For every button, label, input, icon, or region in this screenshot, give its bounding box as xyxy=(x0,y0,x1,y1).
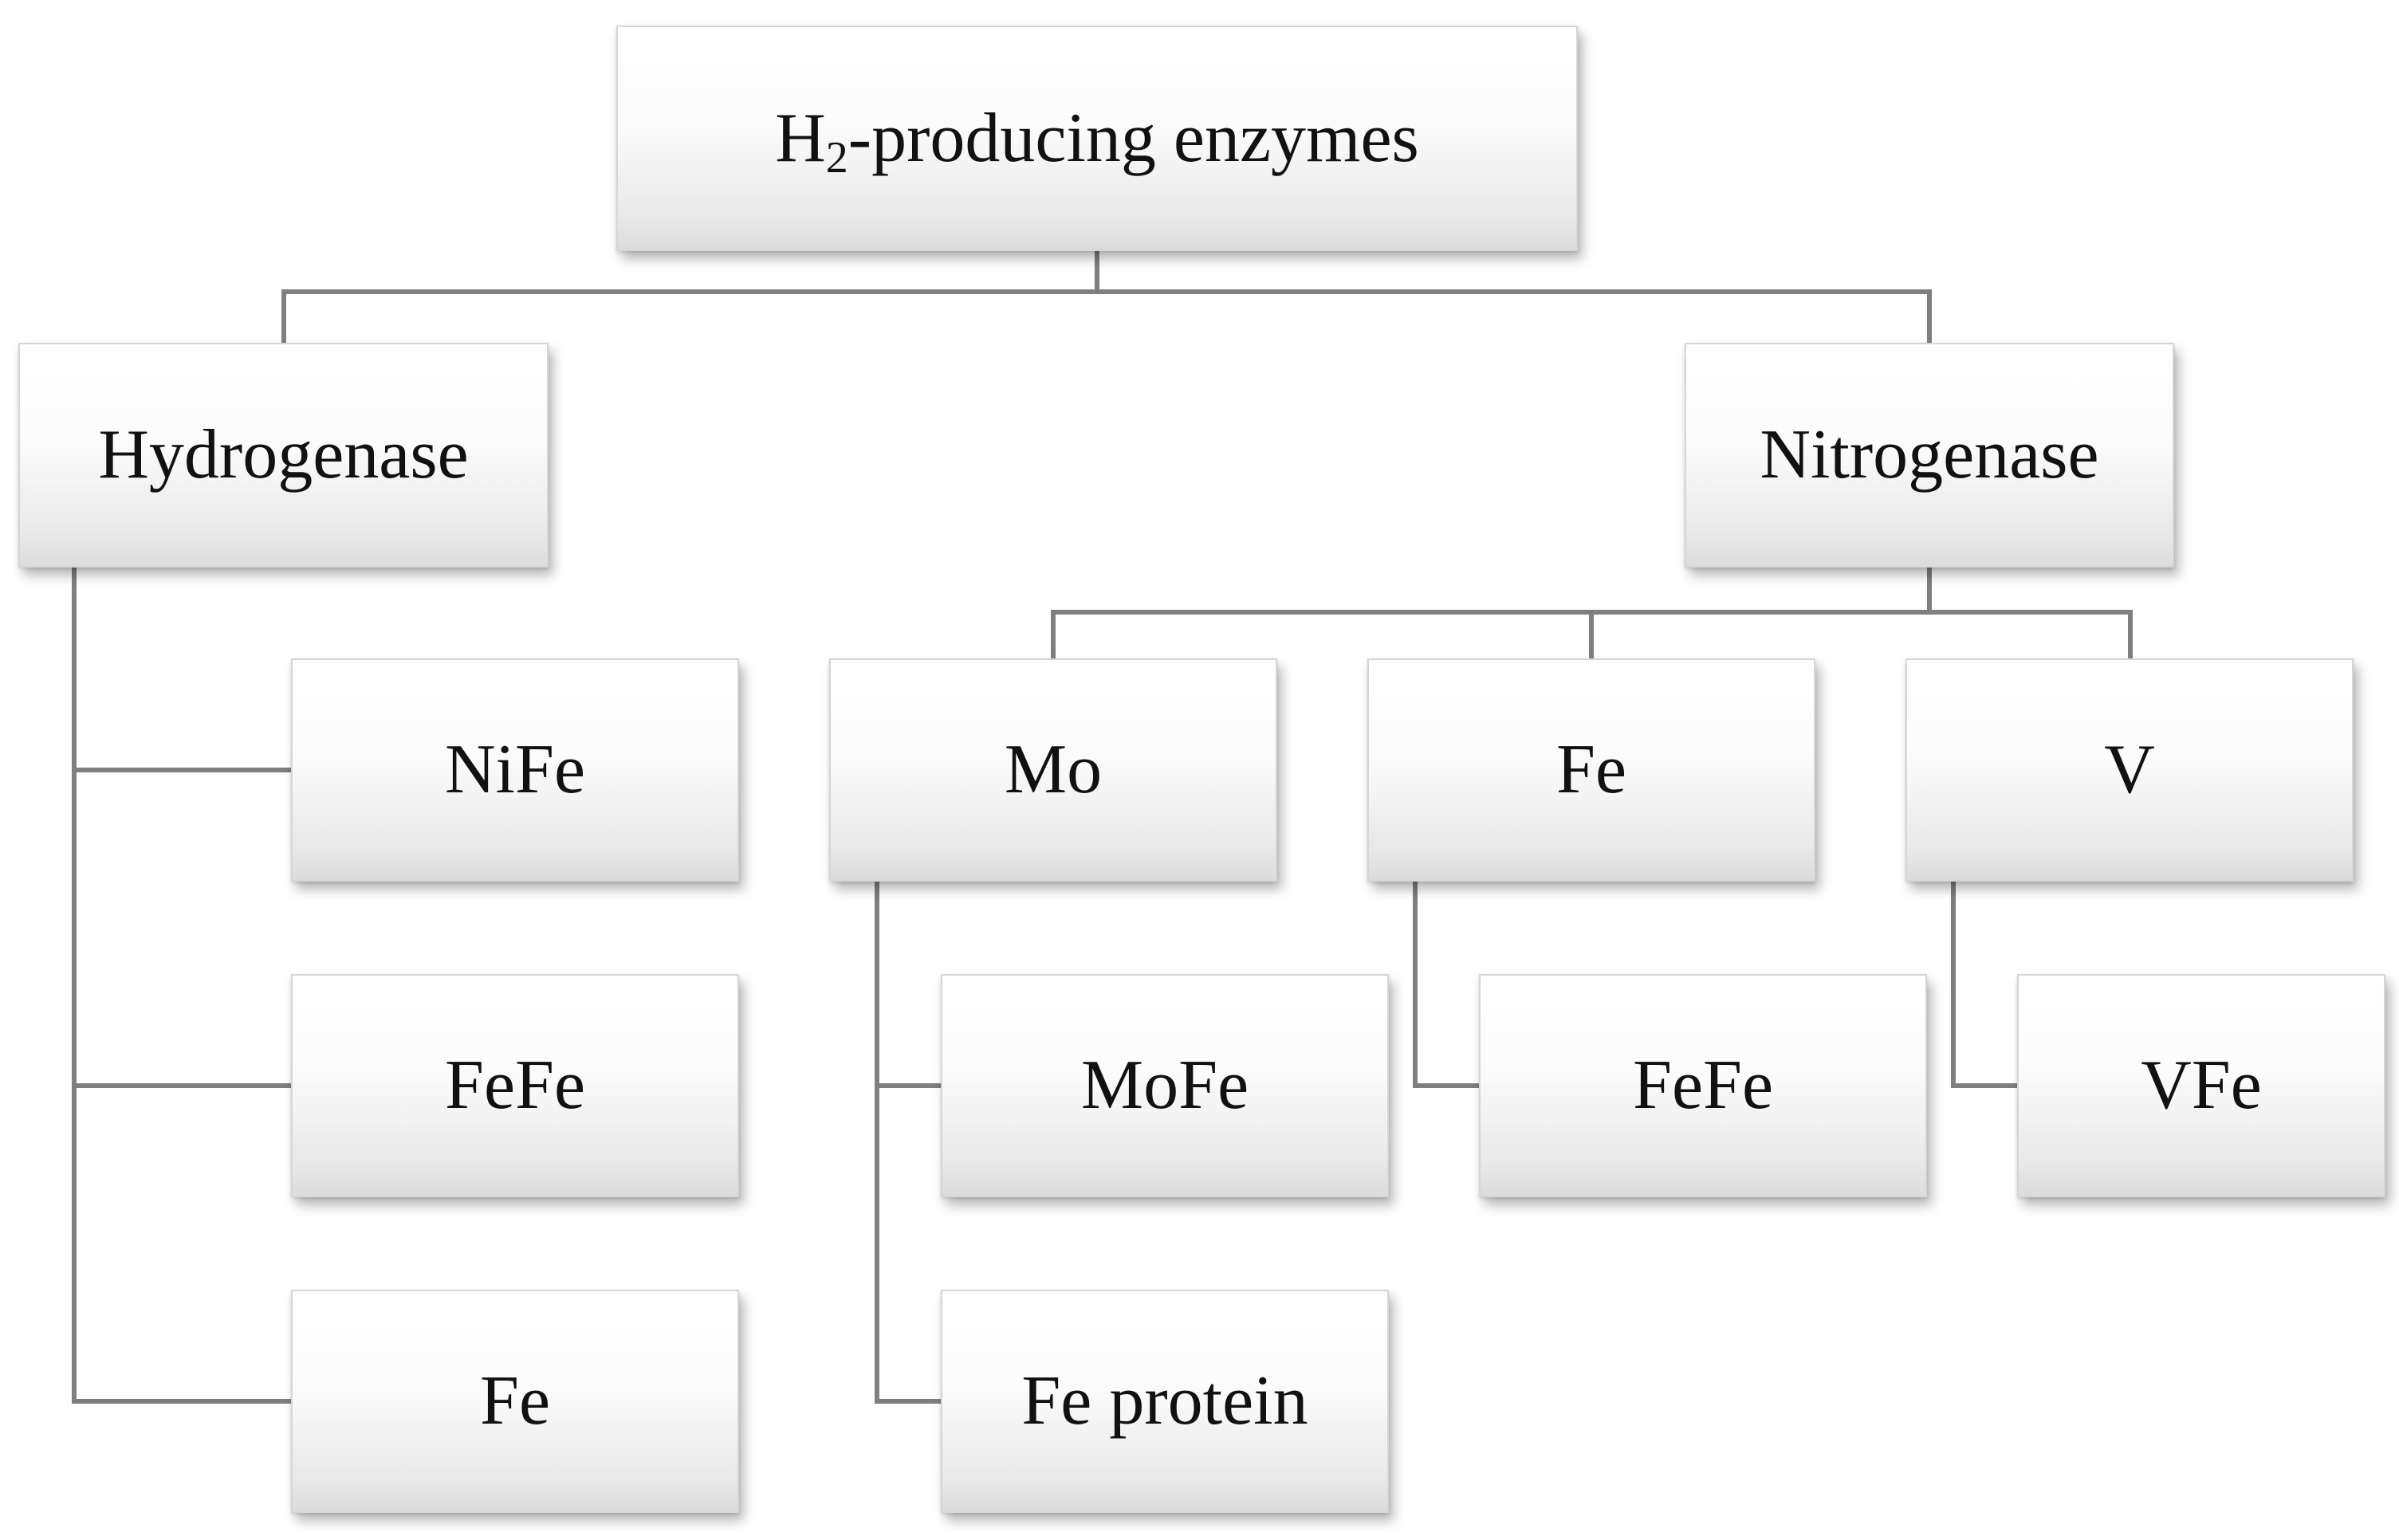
node-fefe-nitrogenase: FeFe xyxy=(1479,974,1927,1197)
node-hydrogenase: Hydrogenase xyxy=(18,343,549,568)
node-mofe: MoFe xyxy=(941,974,1389,1197)
node-fe-label: Fe xyxy=(480,1362,550,1440)
node-mofe-label: MoFe xyxy=(1080,1047,1249,1124)
node-v: V xyxy=(1905,658,2354,882)
node-fe-protein-label: Fe protein xyxy=(1021,1362,1308,1440)
node-hydrogenase-label: Hydrogenase xyxy=(98,416,469,493)
node-nife-label: NiFe xyxy=(445,731,585,808)
node-nitrogenase-label: Nitrogenase xyxy=(1760,416,2099,493)
node-vfe-label: VFe xyxy=(2141,1047,2262,1124)
node-nitrogenase: Nitrogenase xyxy=(1685,343,2174,568)
node-v-label: V xyxy=(2104,731,2155,808)
node-fe-nitrogenase: Fe xyxy=(1367,658,1815,882)
node-mo-label: Mo xyxy=(1004,731,1103,808)
node-fefe-label: FeFe xyxy=(445,1047,585,1124)
node-fe: Fe xyxy=(291,1290,739,1513)
node-fefe-nitrogenase-label: FeFe xyxy=(1633,1047,1773,1124)
node-root: H2-producing enzymes xyxy=(616,26,1578,251)
node-fefe: FeFe xyxy=(291,974,739,1197)
node-nife: NiFe xyxy=(291,658,739,882)
node-vfe: VFe xyxy=(2017,974,2385,1197)
node-fe-protein: Fe protein xyxy=(941,1290,1389,1513)
node-fe-nitrogenase-label: Fe xyxy=(1556,731,1626,808)
node-root-label: H2-producing enzymes xyxy=(775,99,1419,183)
node-mo: Mo xyxy=(829,658,1277,882)
